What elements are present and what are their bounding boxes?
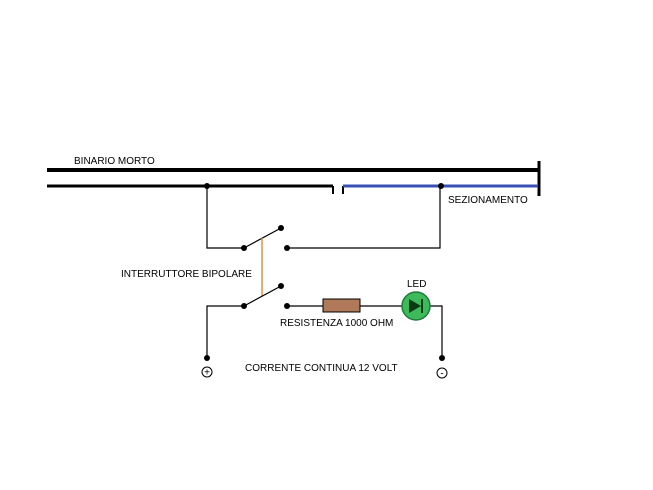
junction-isolated-rail xyxy=(438,183,444,189)
label-supply: CORRENTE CONTINUA 12 VOLT xyxy=(245,363,398,374)
label-section: SEZIONAMENTO xyxy=(448,195,528,206)
lower-wiring xyxy=(206,285,443,358)
switch-contact-lower-right xyxy=(284,303,290,309)
wire-switch-to-isolated-rail xyxy=(287,186,441,249)
wire-led-to-minus xyxy=(430,305,443,358)
junctions xyxy=(204,183,445,361)
label-led: LED xyxy=(407,279,426,290)
led-icon xyxy=(401,291,431,321)
wire-main-rail-to-switch xyxy=(206,186,244,249)
switch-contact-upper-top xyxy=(278,225,284,231)
switch-contact-lower-pivot xyxy=(241,303,247,309)
label-resistor: RESISTENZA 1000 OHM xyxy=(280,318,393,329)
switch-lower-blade xyxy=(243,285,282,307)
terminal-dot-plus xyxy=(204,355,210,361)
svg-text:+: + xyxy=(204,368,210,379)
switch-contact-lower-top xyxy=(278,283,284,289)
switch-contact-upper-pivot xyxy=(241,245,247,251)
switch-contact-upper-right xyxy=(284,245,290,251)
plus-terminal-icon: + xyxy=(201,366,213,379)
resistor-icon xyxy=(322,298,361,313)
upper-wiring xyxy=(206,186,441,249)
junction-main-rail xyxy=(204,183,210,189)
minus-terminal-icon: - xyxy=(436,367,448,380)
svg-text:-: - xyxy=(440,369,443,380)
wire-plus-to-switch xyxy=(206,305,244,358)
terminal-dot-minus xyxy=(439,355,445,361)
label-dead-track: BINARIO MORTO xyxy=(74,156,155,167)
label-switch: INTERRUTTORE BIPOLARE xyxy=(121,269,252,280)
